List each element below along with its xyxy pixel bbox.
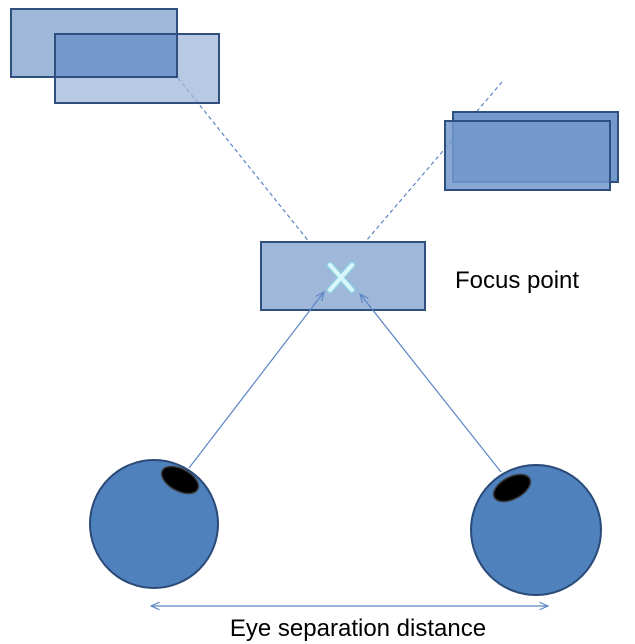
right-eye-eyeball-icon [470, 464, 602, 596]
left-image-back-outline [10, 8, 178, 78]
right-projection-line [347, 81, 503, 263]
left-image-overlap [56, 35, 176, 76]
left-sight-line [188, 292, 324, 469]
focus-point-label: Focus point [455, 267, 579, 294]
right-image-front-box [444, 120, 611, 191]
x-cross-icon [326, 261, 356, 294]
eye-separation-label: Eye separation distance [230, 615, 486, 642]
left-projection-line [177, 77, 331, 269]
right-sight-line [360, 294, 502, 473]
left-eye-eyeball-icon [89, 459, 219, 589]
